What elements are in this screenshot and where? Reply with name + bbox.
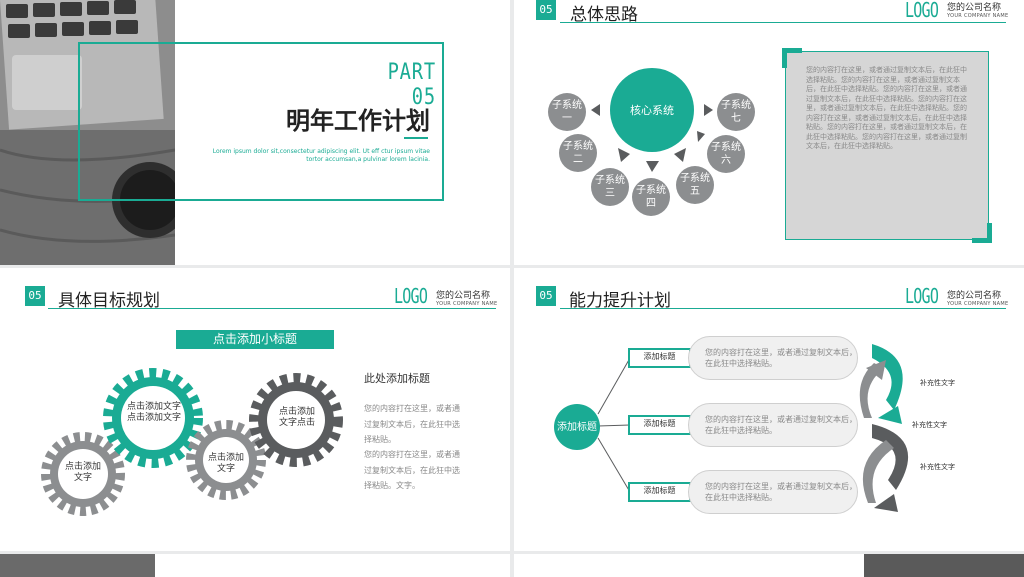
connector-lines xyxy=(597,344,909,512)
section-badge: 05 xyxy=(536,0,556,20)
row-label-1[interactable]: 添加标题 xyxy=(628,348,691,368)
laptop-photo xyxy=(0,0,175,265)
logo: LOGO xyxy=(905,284,939,308)
supplement-3: 补充性文字 xyxy=(920,463,955,471)
company-name: 您的公司名称 xyxy=(947,291,1002,301)
gear-icon-2 xyxy=(103,368,203,468)
subtitle-bar[interactable]: 点击添加小标题 xyxy=(176,330,334,349)
gear-label-2: 点击添加文字点击添加文字 xyxy=(126,402,181,423)
sub-system-2[interactable]: 子系统二 xyxy=(559,134,597,172)
company-name: 您的公司名称 xyxy=(436,291,491,301)
curved-arrow-icon-3 xyxy=(872,424,909,490)
cover-frame xyxy=(78,42,444,201)
supplement-1: 补充性文字 xyxy=(920,379,955,387)
cover-divider xyxy=(404,137,428,139)
text-box-content: 您的内容打在这里，或者通过复制文本后，在此狂中选择粘贴。您的内容打在这里，或者通… xyxy=(806,66,967,150)
header-line xyxy=(48,308,496,309)
sub-system-5[interactable]: 子系统五 xyxy=(676,166,714,204)
curved-arrow-icon-2 xyxy=(859,363,884,418)
gear-label-4: 点击添加文字点击 xyxy=(278,407,315,428)
header-line xyxy=(560,22,1006,23)
gear-label-3: 点击添加文字 xyxy=(207,453,244,474)
photo-strip xyxy=(0,554,155,577)
slide-title: 总体思路 xyxy=(570,5,638,25)
cover-title: 明年工作计划 xyxy=(286,107,430,135)
slide-ability[interactable]: 05 能力提升计划 LOGO 您的公司名称 YOUR COMPANY NAME … xyxy=(514,268,1024,551)
section-badge: 05 xyxy=(25,286,45,306)
cover-part: PART 05 xyxy=(387,60,436,110)
curved-arrow-icon-4 xyxy=(862,440,894,503)
company-sub: YOUR COMPANY NAME xyxy=(947,301,1009,307)
slide-title: 能力提升计划 xyxy=(569,291,671,311)
row-label-3[interactable]: 添加标题 xyxy=(628,482,691,502)
logo: LOGO xyxy=(905,0,939,22)
gear-icon-3 xyxy=(186,420,266,500)
curved-arrow-icon-1 xyxy=(872,344,903,410)
logo: LOGO xyxy=(394,284,428,308)
cover-lorem-2: tortor accumsan,a pulvinar lorem lacinia… xyxy=(306,156,430,163)
arrow-markers xyxy=(591,104,713,172)
text-box-corner-br xyxy=(972,223,992,243)
photo-strip xyxy=(864,554,1024,577)
gear-icon-1 xyxy=(41,432,125,516)
supplement-2: 补充性文字 xyxy=(912,421,947,429)
slide-cover[interactable]: PART 05 明年工作计划 Lorem ipsum dolor sit,con… xyxy=(0,0,510,265)
slide-goals[interactable]: 05 具体目标规划 LOGO 您的公司名称 YOUR COMPANY NAME … xyxy=(0,268,510,551)
sub-system-3[interactable]: 子系统三 xyxy=(591,168,629,206)
sub-system-6[interactable]: 子系统六 xyxy=(707,135,745,173)
core-system[interactable]: 核心系统 xyxy=(610,68,694,152)
slide-title: 具体目标规划 xyxy=(58,291,160,311)
row-label-2[interactable]: 添加标题 xyxy=(628,415,691,435)
sub-system-1[interactable]: 子系统一 xyxy=(548,93,586,131)
gear-label-1: 点击添加文字 xyxy=(64,462,101,483)
header-line xyxy=(560,308,1006,309)
slide-partial-bottom-right[interactable] xyxy=(514,554,1024,577)
gear-icon-4 xyxy=(249,373,343,467)
cover-lorem-1: Lorem ipsum dolor sit,consectetur adipis… xyxy=(212,148,430,155)
sub-system-4[interactable]: 子系统四 xyxy=(632,178,670,216)
row-text-3: 您的内容打在这里，或者通过复制文本后，在此狂中选择粘贴。 xyxy=(688,470,858,514)
slide-overall[interactable]: 05 总体思路 LOGO 您的公司名称 YOUR COMPANY NAME 核心… xyxy=(514,0,1024,265)
row-text-2: 您的内容打在这里，或者通过复制文本后，在此狂中选择粘贴。 xyxy=(688,403,858,447)
goals-paragraph-1: 您的内容打在这里，或者通过复制文本后，在此狂中选择粘贴。 xyxy=(364,404,460,444)
center-title-circle[interactable]: 添加标题 xyxy=(554,404,600,450)
section-badge: 05 xyxy=(536,286,556,306)
company-sub: YOUR COMPANY NAME xyxy=(436,301,498,307)
goals-paragraph-2: 您的内容打在这里，或者通过复制文本后，在此狂中选择粘贴。文字。 xyxy=(364,450,460,490)
company-sub: YOUR COMPANY NAME xyxy=(947,13,1009,19)
text-box-corner-tl xyxy=(782,48,802,68)
slide-partial-bottom-left[interactable] xyxy=(0,554,510,577)
company-name: 您的公司名称 xyxy=(947,3,1002,13)
text-box xyxy=(785,51,989,240)
row-text-1: 您的内容打在这里，或者通过复制文本后，在此狂中选择粘贴。 xyxy=(688,336,858,380)
gears-graphic xyxy=(41,368,343,516)
goals-heading: 此处添加标题 xyxy=(364,372,430,385)
sub-system-7[interactable]: 子系统七 xyxy=(717,93,755,131)
